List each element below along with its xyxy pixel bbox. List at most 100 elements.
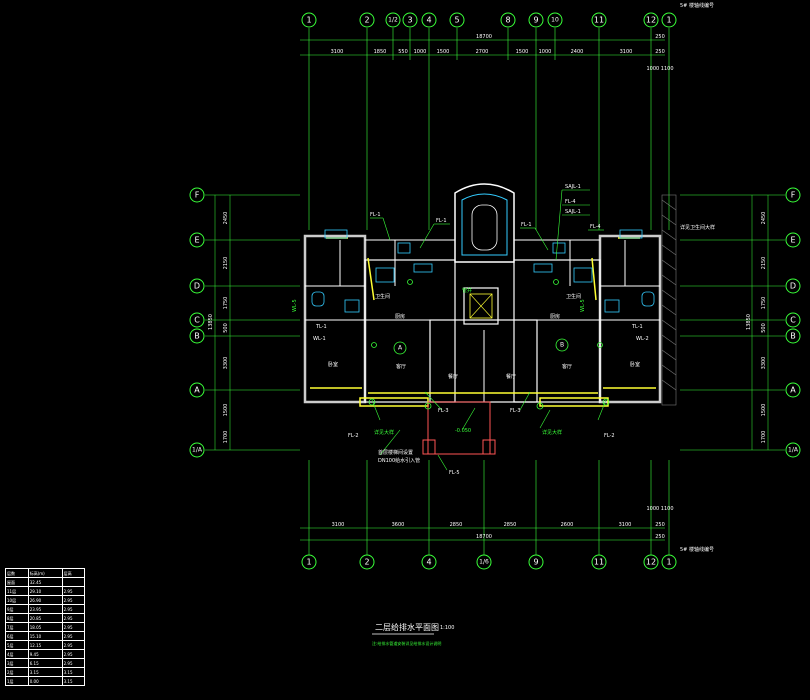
- axis-top-10: 10: [547, 12, 563, 28]
- top-dim-7: 1500: [516, 49, 529, 55]
- room-right-bedroom: 卧室: [630, 361, 640, 368]
- svg-text:2: 2: [364, 558, 369, 567]
- right-hatch-strip: [661, 194, 677, 406]
- axis-right-1A: 1/A: [785, 442, 801, 458]
- top-right-dim: 250: [655, 34, 665, 40]
- svg-text:12: 12: [646, 16, 656, 25]
- side-axis-lines: [205, 194, 785, 451]
- svg-text:B: B: [790, 332, 796, 341]
- axis-top-12: 12: [643, 12, 659, 28]
- axis-top-1-end: 1: [661, 12, 677, 28]
- svg-text:1700: 1700: [761, 431, 767, 444]
- axis-right-F: F: [785, 187, 801, 203]
- pipe-label-tl1-left: TL-1: [315, 324, 327, 330]
- bottom-axis-row: 1 2 4 1/6 9 11 12 1: [301, 554, 677, 570]
- table-cell: 3.15: [27, 667, 63, 677]
- pipe-leaders: [370, 189, 607, 471]
- svg-text:E: E: [790, 236, 795, 245]
- svg-text:C: C: [790, 316, 796, 325]
- axis-top-3: 3: [402, 12, 418, 28]
- svg-text:2450: 2450: [223, 212, 229, 225]
- svg-text:B: B: [560, 342, 564, 349]
- svg-text:9: 9: [533, 16, 538, 25]
- pipe-label-fl5: FL-5: [449, 470, 460, 476]
- svg-text:9: 9: [533, 558, 538, 567]
- pipe-label-fl1-center: FL-1: [436, 218, 447, 224]
- right-axis-column: F E D C B A 1/A: [785, 187, 801, 458]
- table-cell: 7层: [5, 622, 29, 632]
- top-dim-3: 550: [398, 49, 408, 55]
- axis-bottom-12: 12: [643, 554, 659, 570]
- svg-text:8: 8: [505, 16, 510, 25]
- annotation-notice: 详见卫生间大样: [680, 224, 715, 231]
- annotation-entrance-2: DN100给水引入管: [378, 457, 420, 464]
- svg-text:500: 500: [223, 323, 229, 333]
- svg-text:1/A: 1/A: [788, 447, 799, 454]
- bottom-dim-3: 2850: [450, 522, 463, 528]
- axis-top-1-2: 1/2: [385, 12, 401, 28]
- axis-bottom-11: 11: [591, 554, 607, 570]
- annotation-left-box: 详见大样: [374, 429, 394, 436]
- pipe-label-fl3-right: FL-3: [510, 408, 521, 414]
- corner-note-top: 5# 楼轴线编号: [680, 2, 714, 9]
- top-dim-6: 2700: [476, 49, 489, 55]
- axis-left-C: C: [189, 312, 205, 328]
- room-right-living: 客厅: [562, 363, 572, 370]
- top-dim-8: 1000: [539, 49, 552, 55]
- svg-text:500: 500: [761, 323, 767, 333]
- axis-top-11: 11: [591, 12, 607, 28]
- annotation-entrance: 首层楼梯间设置: [378, 449, 413, 456]
- unit-marker-a: A: [393, 341, 407, 355]
- bottom-dim-1: 3100: [332, 522, 345, 528]
- axis-left-F: F: [189, 187, 205, 203]
- table-cell: 18.05: [27, 622, 63, 632]
- room-right-bath: 卫生间: [566, 293, 581, 300]
- table-cell: 2.95: [61, 586, 86, 596]
- drawing-title: 二层给排水平面图: [375, 622, 439, 632]
- bottom-dim-4: 2850: [504, 522, 517, 528]
- svg-text:1/A: 1/A: [192, 447, 203, 454]
- room-left-living: 客厅: [396, 363, 406, 370]
- svg-text:B: B: [194, 332, 200, 341]
- entrance-canopy: [422, 401, 496, 455]
- table-cell: 2.95: [61, 658, 86, 668]
- svg-text:4: 4: [426, 558, 431, 567]
- table-cell: 2.95: [61, 640, 86, 650]
- pipe-label-ws-left: WL-5: [292, 299, 298, 312]
- svg-text:2: 2: [364, 16, 369, 25]
- top-axis-row: 1 2 1/2 3 4 5 8 9 10 11 12 1: [301, 12, 677, 28]
- table-cell: 6层: [5, 631, 29, 641]
- axis-left-E: E: [189, 232, 205, 248]
- svg-text:1700: 1700: [223, 431, 229, 444]
- pipe-label-fl1-right: FL-1: [521, 222, 532, 228]
- table-cell: 3层: [5, 658, 29, 668]
- table-cell: 2.95: [61, 604, 86, 614]
- axis-right-D: D: [785, 278, 801, 294]
- right-tag-top: 1000 1100: [646, 66, 673, 72]
- svg-text:1500: 1500: [223, 404, 229, 417]
- svg-text:3300: 3300: [761, 357, 767, 370]
- svg-text:F: F: [195, 191, 200, 200]
- svg-text:10: 10: [551, 17, 559, 24]
- level-mark: -0.050: [455, 428, 471, 434]
- building-outline: [303, 183, 662, 404]
- axis-top-2: 2: [359, 12, 375, 28]
- svg-text:11: 11: [594, 558, 604, 567]
- table-cell: 9层: [5, 604, 29, 614]
- room-center-right: 餐厅: [506, 373, 516, 380]
- table-cell: 11层: [5, 586, 29, 596]
- svg-text:1750: 1750: [761, 297, 767, 310]
- room-right-kitchen: 厨房: [550, 313, 560, 320]
- svg-text:E: E: [194, 236, 199, 245]
- table-cell: 屋面: [5, 577, 29, 587]
- svg-text:3300: 3300: [223, 357, 229, 370]
- axis-left-1A: 1/A: [189, 442, 205, 458]
